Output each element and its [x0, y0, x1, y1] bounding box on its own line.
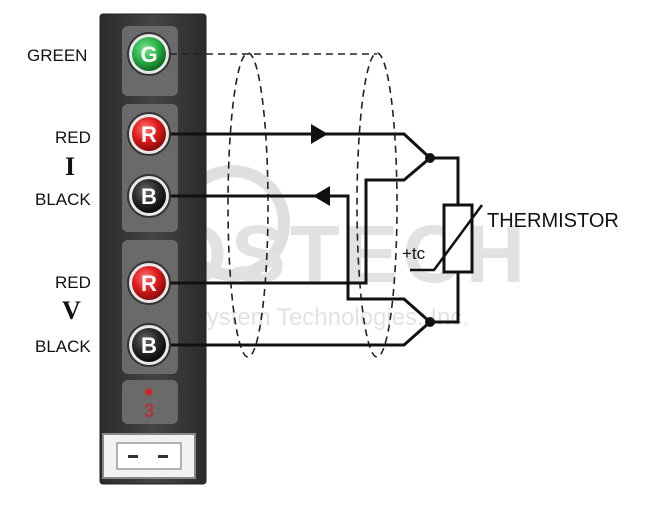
wire-v-black: [170, 320, 431, 347]
terminal-block: 3: [99, 13, 207, 485]
wire-thermistor-top: [430, 156, 460, 205]
terminal-g: G: [127, 32, 171, 76]
junction-node-bottom: [425, 317, 435, 327]
terminal-b1: B: [127, 174, 171, 218]
wires: [170, 132, 460, 347]
connector-pin-2: [158, 455, 168, 458]
cable-shield: [170, 52, 398, 358]
thermistor-label: THERMISTOR: [487, 210, 619, 232]
junction-node-top: [425, 153, 435, 163]
terminal-r2-letter: R: [141, 271, 157, 296]
arrow-current-out: [313, 186, 330, 206]
thermistor-tc-line: [410, 204, 484, 272]
terminal-g-letter: G: [140, 42, 157, 67]
label-group-v: V: [62, 296, 81, 325]
tc-label: +tc: [402, 244, 426, 263]
thermistor-body: [442, 203, 474, 274]
label-black-i: BLACK: [35, 190, 91, 209]
wire-v-red: [170, 156, 431, 285]
terminal-r2: R: [127, 261, 171, 305]
connector-socket: [116, 442, 182, 470]
slot-number: [122, 380, 178, 424]
label-green: GREEN: [27, 46, 88, 65]
wire-thermistor-bottom: [430, 272, 460, 324]
shield-ellipse-right: [356, 52, 398, 358]
label-red-v: RED: [55, 273, 91, 292]
arrow-current-in: [311, 124, 328, 144]
terminal-b2-letter: B: [141, 333, 157, 358]
wire-i-black: [170, 194, 431, 324]
connector-pin-1: [128, 455, 138, 458]
terminal-b1-letter: B: [141, 184, 157, 209]
terminal-r1: R: [127, 112, 171, 156]
terminal-r1-letter: R: [141, 122, 157, 147]
wire-i-red: [170, 132, 432, 160]
label-group-i: I: [65, 152, 76, 181]
channel-number: 3: [144, 401, 154, 421]
shield-ellipse-left: [227, 52, 269, 358]
label-red-i: RED: [55, 128, 91, 147]
terminal-b2: B: [127, 323, 171, 367]
channel-dot: [145, 388, 153, 396]
label-black-v: BLACK: [35, 337, 91, 356]
thermistor: [410, 203, 484, 274]
